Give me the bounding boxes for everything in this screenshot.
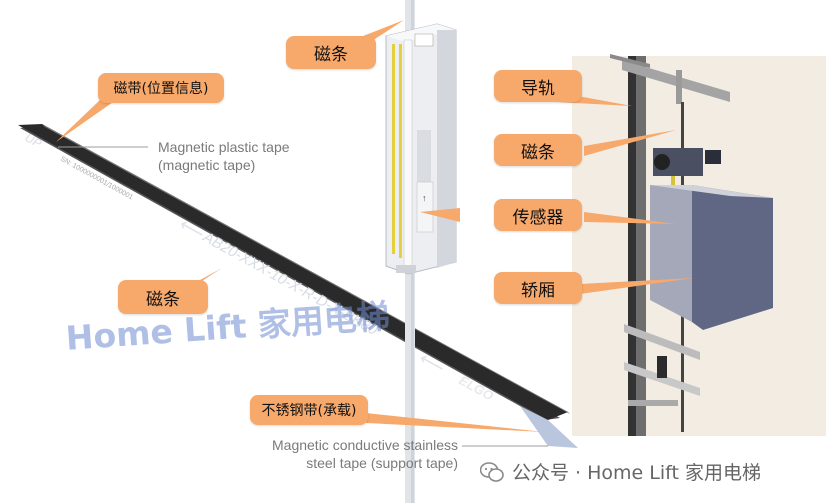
label-strip-top: 磁条 <box>286 36 376 69</box>
caption-plastic-tape-line2: (magnetic tape) <box>158 156 290 174</box>
label-rail-text: 导轨 <box>521 74 555 99</box>
sensor-unit: ↑ <box>386 0 456 503</box>
guide-rail <box>628 56 636 436</box>
label-strip-top-text: 磁条 <box>314 40 348 65</box>
label-steel-tape: 不锈钢带(承载) <box>250 395 368 425</box>
label-strip-right: 磁条 <box>494 134 582 166</box>
pointer-steel <box>366 413 544 432</box>
footer-text: 公众号 · Home Lift 家用电梯 <box>512 458 761 485</box>
label-sensor-text: 传感器 <box>513 203 564 228</box>
label-strip-right-text: 磁条 <box>521 138 555 163</box>
pointer-tape <box>56 100 116 142</box>
label-car-text: 轿厢 <box>521 276 555 301</box>
label-car: 轿厢 <box>494 272 582 304</box>
sensor-arrow-icon: ↑ <box>422 193 427 203</box>
label-rail: 导轨 <box>494 70 582 102</box>
car-photo <box>572 54 826 436</box>
wechat-icon <box>480 461 504 483</box>
footer: 公众号 · Home Lift 家用电梯 <box>480 458 761 485</box>
caption-steel-tape-line1: Magnetic conductive stainless <box>258 436 458 454</box>
label-steel-tape-text: 不锈钢带(承载) <box>262 400 357 420</box>
caption-steel-tape: Magnetic conductive stainless steel tape… <box>258 436 458 472</box>
caption-plastic-tape: Magnetic plastic tape (magnetic tape) <box>158 138 290 174</box>
label-tape-position: 磁带(位置信息) <box>98 73 224 103</box>
sensor-label-decal <box>415 34 433 46</box>
caption-plastic-tape-line1: Magnetic plastic tape <box>158 138 290 156</box>
label-tape-position-text: 磁带(位置信息) <box>114 78 209 98</box>
label-sensor: 传感器 <box>494 199 582 231</box>
car-box <box>692 185 773 330</box>
caption-steel-tape-line2: steel tape (support tape) <box>258 454 458 472</box>
